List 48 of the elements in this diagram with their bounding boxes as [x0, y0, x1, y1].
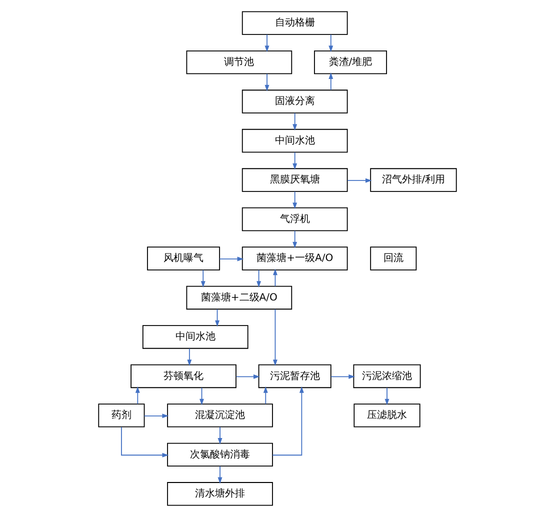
- node-box: 回流: [370, 246, 416, 270]
- arrow: [292, 191, 297, 210]
- arrow: [235, 374, 260, 379]
- arrow: [384, 387, 389, 406]
- node-box: 粪渣/堆肥: [314, 50, 386, 74]
- arrow: [346, 178, 372, 183]
- arrow: [214, 308, 220, 327]
- arrow: [264, 73, 269, 92]
- node-box: 污泥暂存池: [258, 364, 331, 388]
- arrow: [272, 386, 304, 456]
- node-box: 中间水池: [142, 325, 248, 349]
- node-box: 污泥浓缩池: [352, 364, 420, 388]
- node-box: 调节池: [186, 50, 292, 74]
- arrow: [186, 348, 192, 366]
- arrow: [272, 268, 277, 287]
- node-box: 自动格栅: [241, 11, 348, 35]
- arrow: [262, 386, 268, 404]
- node-box: 菌藻塘+一级A/O: [241, 246, 348, 270]
- arrow: [134, 386, 140, 404]
- node-box: 中间水池: [241, 128, 348, 153]
- arrow: [218, 256, 244, 262]
- node-box: 固液分离: [241, 90, 348, 114]
- arrow: [217, 426, 222, 444]
- arrow: [328, 72, 333, 90]
- arrow: [292, 152, 297, 170]
- arrow: [120, 426, 168, 458]
- arrow: [292, 112, 297, 131]
- node-box: 风机曝气: [146, 246, 220, 270]
- arrow: [264, 34, 269, 52]
- arrow: [292, 230, 297, 248]
- arrow: [256, 270, 261, 288]
- arrow: [328, 34, 333, 52]
- node-box: 芬顿氧化: [130, 364, 236, 388]
- node-box: 压滤脱水: [353, 404, 420, 428]
- arrow: [272, 308, 277, 366]
- arrow: [143, 414, 168, 418]
- arrow: [330, 374, 355, 379]
- node-box: 次氯酸钠消毒: [166, 442, 272, 467]
- node-box: 药剂: [98, 404, 144, 428]
- node-box: 沼气外排/利用: [370, 168, 456, 192]
- node-box: 菌藻塘+二级A/O: [186, 286, 292, 310]
- arrow: [217, 466, 222, 484]
- node-box: 气浮机: [241, 207, 348, 232]
- arrow: [200, 270, 205, 288]
- node-box: 黑膜厌氧塘: [241, 168, 348, 192]
- node-box: 清水塘外排: [166, 482, 272, 506]
- arrow: [199, 387, 204, 406]
- node-box: 混凝沉淀池: [166, 404, 272, 428]
